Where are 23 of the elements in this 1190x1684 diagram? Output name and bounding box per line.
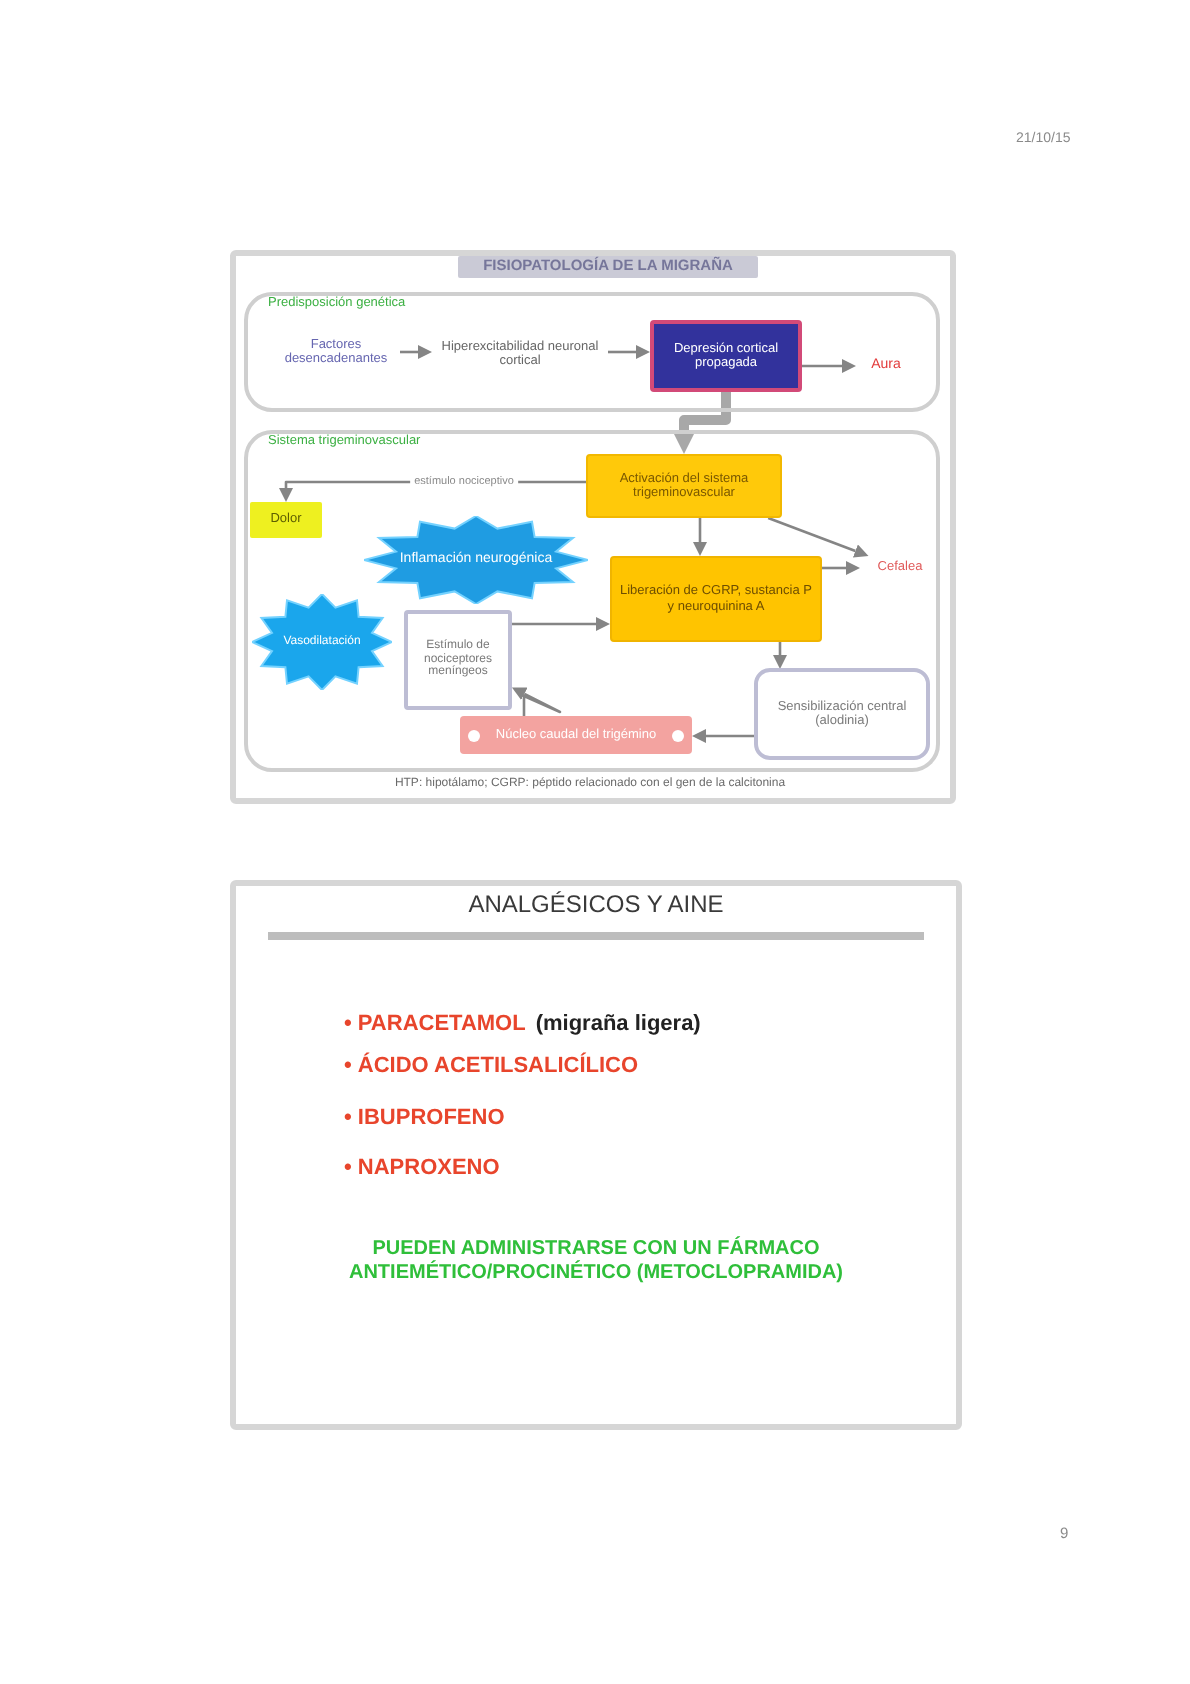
arrow <box>767 516 869 558</box>
list-item: • ÁCIDO ACETILSALICÍLICO <box>344 1054 639 1080</box>
arrow <box>802 359 856 373</box>
rounded-panel <box>244 430 940 772</box>
arrow <box>692 729 754 743</box>
list-item: • PARACETAMOL <box>344 1012 526 1036</box>
arrow <box>693 518 707 556</box>
arrow <box>822 561 860 575</box>
arrow <box>773 642 787 669</box>
slide-title: ANALGÉSICOS Y AINE <box>466 892 726 920</box>
arrow <box>512 617 610 631</box>
process-bar <box>460 716 692 754</box>
arrow <box>400 345 432 359</box>
note-text: PUEDEN ADMINISTRARSE CON UN FÁRMACO ANTIEMÉTICO/PROCINÉTICO (METOCLOPRAMIDA) <box>346 1238 846 1284</box>
list-item-note: (migraña ligera) <box>535 1012 701 1036</box>
arrow <box>608 345 650 359</box>
arrow <box>672 392 731 454</box>
list-item: • IBUPROFENO <box>344 1106 505 1132</box>
arrow <box>511 687 562 716</box>
slide-frame <box>230 250 956 804</box>
rounded-panel <box>244 292 940 412</box>
slide-frame <box>230 880 962 1430</box>
list-item: • NAPROXENO <box>344 1156 500 1182</box>
